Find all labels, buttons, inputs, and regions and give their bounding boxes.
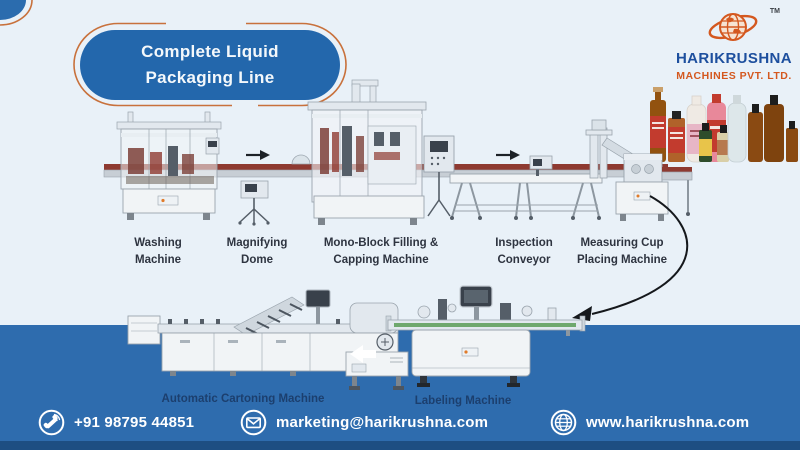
stage-label-monoblock-filling-capping: Mono-Block Filling & Capping Machine: [323, 237, 439, 266]
email-icon: [240, 409, 267, 436]
contact-email: marketing@harikrushna.com: [240, 409, 488, 436]
brand-subtitle: MACHINES PVT. LTD.: [676, 70, 792, 82]
title-line-2: Packaging Line: [145, 68, 275, 87]
contact-website: www.harikrushna.com: [550, 409, 749, 436]
inspection-conveyor-illustration: [449, 155, 603, 220]
email-address: marketing@harikrushna.com: [276, 414, 489, 431]
stage-label-inspection-conveyor: Inspection Conveyor: [495, 237, 553, 266]
stage-label-measuring-cup-placing: Measuring Cup Placing Machine: [576, 237, 668, 266]
measuring-cup-placing-illustration: [585, 119, 693, 221]
washing-machine-illustration: [116, 111, 222, 220]
title-line-1: Complete Liquid: [141, 42, 279, 61]
conveyor-bottle-line: [103, 164, 669, 178]
flow-arrow-right-icon: [246, 150, 270, 160]
stage-label-automatic-cartoning: Automatic Cartoning Machine: [161, 393, 325, 405]
brand-name: HARIKRUSHNA: [675, 50, 793, 67]
stage-label-washing-machine: Washing Machine: [134, 237, 182, 266]
stage-label-labeling-machine: Labeling Machine: [414, 395, 512, 407]
website-url: www.harikrushna.com: [586, 414, 750, 431]
product-bottles-image: [650, 87, 798, 163]
phone-number: +91 98795 44851: [74, 414, 195, 431]
bottom-dark-strip: [0, 441, 800, 450]
contact-phone: +91 98795 44851: [38, 409, 194, 436]
monoblock-filling-capping-illustration: [307, 79, 455, 225]
flow-arrow-right-icon: [496, 150, 520, 160]
brand-block: TM HARIKRUSHNA MACHINES PVT. LTD.: [668, 6, 800, 82]
globe-icon: [550, 409, 577, 436]
stage-label-magnifying-dome: Magnifying Dome: [226, 237, 288, 266]
trademark-label: TM: [769, 8, 780, 15]
magnifying-dome-illustration: [238, 154, 311, 226]
phone-icon: [38, 409, 65, 436]
corner-decoration: [0, 0, 33, 26]
title-banner: Complete Liquid Packaging Line: [80, 30, 340, 100]
